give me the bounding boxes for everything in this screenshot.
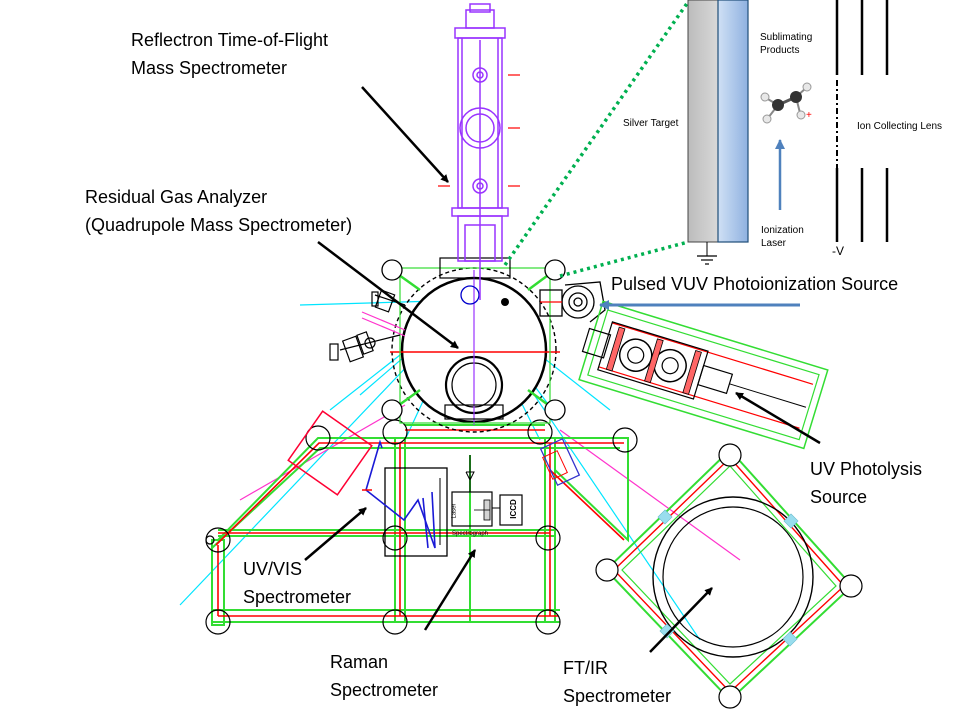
rga-label-line1: Residual Gas Analyzer xyxy=(85,187,268,207)
raman-label-line1: Raman xyxy=(330,652,389,672)
uvvis-label-line2: Spectrometer xyxy=(243,587,352,607)
vuv-source-label: Pulsed VUV Photoionization Source xyxy=(611,274,899,294)
svg-text:+: + xyxy=(806,110,812,121)
reflectron-label-line1: Reflectron Time-of-Flight xyxy=(131,30,329,50)
uv-photolysis-label-line2: Source xyxy=(810,487,868,507)
ionization-inset: + xyxy=(687,0,889,265)
pointer-arrows xyxy=(304,86,821,653)
raman-label-line2: Spectrometer xyxy=(330,680,439,700)
raman-spectrograph xyxy=(451,455,523,527)
reflectron-tof-drawing xyxy=(451,3,509,300)
laser-label: Laser xyxy=(451,503,458,519)
uvvis-optics-box xyxy=(287,410,581,496)
sublimating-label-line2: Products xyxy=(760,45,800,56)
ionization-label-line2: Laser xyxy=(761,238,787,249)
support-frame xyxy=(205,419,638,635)
uvvis-spectrometer-box xyxy=(362,439,448,557)
ftir-label-line1: FT/IR xyxy=(563,658,608,678)
ftir-spectrometer-drawing xyxy=(595,443,863,709)
spectrograph-label: Spectrograph xyxy=(452,531,489,537)
silver-target-label: Silver Target xyxy=(623,118,679,129)
iccd-label: ICCD xyxy=(508,499,518,519)
pink-port-lines xyxy=(361,311,406,337)
inset-callout-lines xyxy=(503,1,690,278)
main-vacuum-chamber xyxy=(381,257,566,433)
ionization-label-line1: Ionization xyxy=(761,225,804,236)
voltage-label: -V xyxy=(832,244,844,258)
ftir-label-line2: Spectrometer xyxy=(563,686,672,706)
uvvis-label-line1: UV/VIS xyxy=(243,559,303,579)
sublimating-label-line1: Sublimating xyxy=(760,32,813,43)
uv-photolysis-label-line1: UV Photolysis xyxy=(810,459,923,479)
molecule-icon: + xyxy=(760,82,812,124)
magenta-beam-lines xyxy=(239,404,741,561)
reflectron-label-line2: Mass Spectrometer xyxy=(131,58,288,78)
uv-photolysis-assembly xyxy=(578,300,829,450)
vuv-source-flange xyxy=(539,281,606,323)
reflectron-tick-marks xyxy=(438,74,520,187)
ion-collecting-lens-label: Ion Collecting Lens xyxy=(857,121,943,132)
rga-label-line2: (Quadrupole Mass Spectrometer) xyxy=(85,215,353,235)
